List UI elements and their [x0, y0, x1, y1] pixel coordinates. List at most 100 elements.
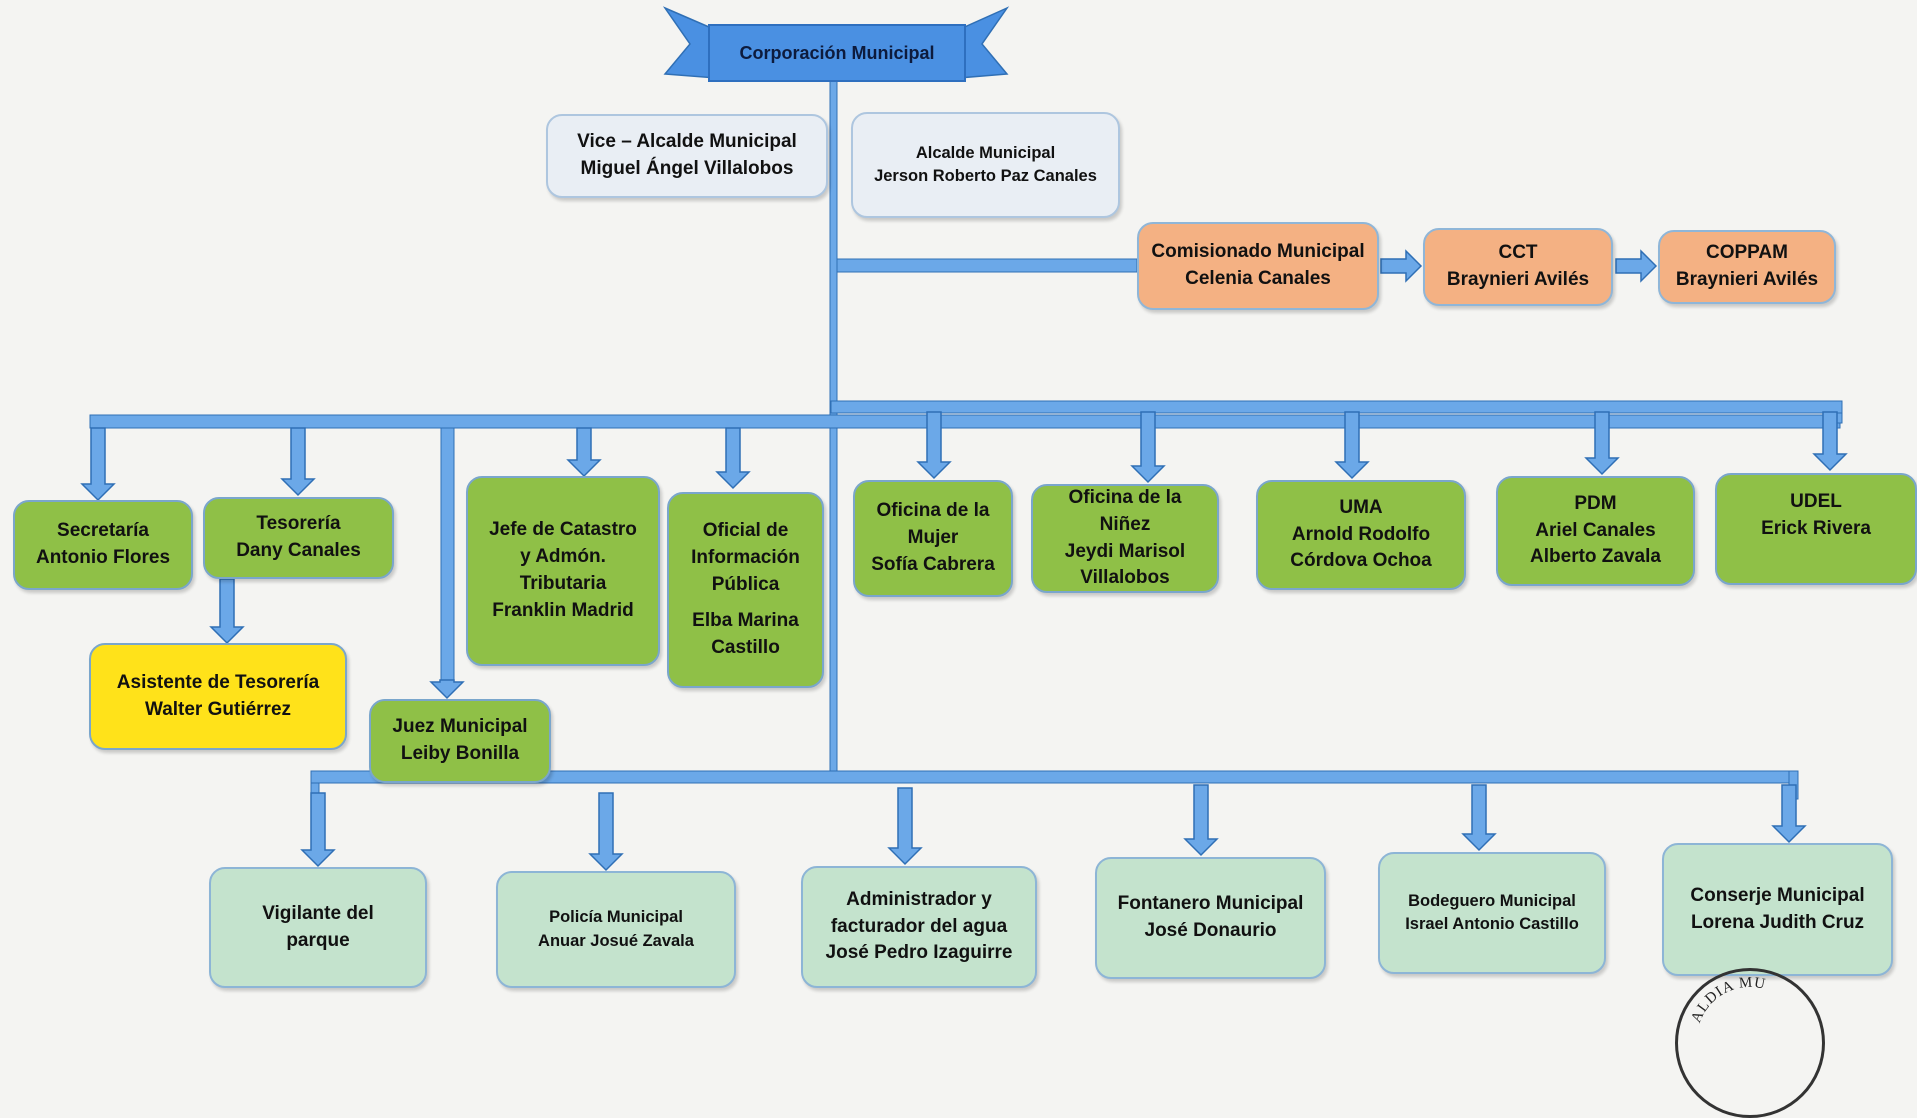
- box-text-line: Israel Antonio Castillo: [1405, 915, 1579, 933]
- main-trunk: [829, 79, 838, 781]
- box-text-line: Alberto Zavala: [1530, 546, 1661, 568]
- department-bus-right-top: [830, 400, 1843, 414]
- box-text-line: Jerson Roberto Paz Canales: [874, 167, 1097, 185]
- box-text-line: Oficina de la: [876, 500, 990, 522]
- arrow-to-bodeguero: [1461, 784, 1497, 852]
- banner-left-tail: [662, 6, 717, 79]
- box-text-line: Córdova Ochoa: [1290, 550, 1432, 572]
- arrow-to-coppam: [1615, 249, 1658, 283]
- box-text-line: Celenia Canales: [1185, 268, 1331, 289]
- vigilante-box: Vigilante del parque: [209, 867, 427, 988]
- box-text-line: Elba Marina: [692, 610, 799, 632]
- box-text-line: Secretaría: [57, 520, 149, 542]
- arrow-to-ninez: [1130, 411, 1166, 484]
- box-text-line: Tesorería: [256, 513, 341, 535]
- svg-text:ALDIA MU: ALDIA MU: [1688, 975, 1767, 1026]
- box-text-line: Walter Gutiérrez: [144, 698, 292, 720]
- box-text-line: Conserje Municipal: [1690, 884, 1865, 906]
- department-bus-upper: [89, 414, 1841, 429]
- municipal-seal-stamp: ALDIA MU: [1675, 968, 1825, 1118]
- arrow-to-fontanero: [1183, 784, 1219, 857]
- arrow-to-tesoreria: [280, 427, 316, 497]
- title-banner: Corporación Municipal: [708, 24, 966, 82]
- arrow-to-uma: [1334, 411, 1370, 480]
- box-text-line: CCT: [1498, 242, 1538, 264]
- box-text-line: Mujer: [907, 527, 959, 549]
- arrow-to-agua: [887, 787, 923, 866]
- box-text-line: Tributaria: [519, 573, 607, 594]
- box-text-line: Jefe de Catastro: [489, 519, 637, 541]
- juez-shaft: [440, 427, 455, 691]
- box-text-line: Braynieri Avilés: [1446, 269, 1590, 290]
- box-text-line: y Admón.: [520, 546, 606, 568]
- box-text-line: José Pedro Izaguirre: [825, 942, 1013, 964]
- cct-box: CCT Braynieri Avilés: [1423, 228, 1613, 306]
- box-text-line: Braynieri Avilés: [1675, 269, 1819, 290]
- box-text-line: Comisionado Municipal: [1151, 241, 1365, 263]
- box-text-line: UMA: [1339, 496, 1383, 518]
- box-text-line: Alcalde Municipal: [915, 143, 1056, 162]
- title-banner-text: Corporación Municipal: [739, 42, 935, 63]
- arrow-to-mujer: [916, 411, 952, 480]
- banner-right-tail: [957, 6, 1010, 79]
- box-text-line: COPPAM: [1706, 242, 1788, 264]
- box-text-line: Administrador y: [846, 888, 992, 910]
- arrow-to-conserje: [1771, 784, 1807, 844]
- box-text-line: Vigilante del: [262, 902, 374, 924]
- arrow-to-policia: [588, 792, 624, 872]
- box-text-line: Lorena Judith Cruz: [1690, 911, 1865, 933]
- arrow-to-informacion: [715, 427, 751, 490]
- arrow-to-juez: [429, 679, 465, 700]
- box-text-line: Castillo: [711, 637, 780, 659]
- box-text-line: parque: [286, 929, 350, 951]
- box-text-line: Antonio Flores: [35, 547, 171, 568]
- box-text-line: Oficina de la Niñez: [1068, 486, 1182, 535]
- box-text-line: Pública: [711, 573, 780, 595]
- box-text-line: Erick Rivera: [1761, 517, 1871, 539]
- arrow-to-asistente: [209, 578, 245, 645]
- box-text-line: Leiby Bonilla: [400, 743, 520, 764]
- arrow-to-pdm: [1584, 411, 1620, 476]
- box-text-line: Vice – Alcalde Municipal: [577, 131, 797, 153]
- box-text-line: Ariel Canales: [1535, 519, 1656, 541]
- box-text-line: PDM: [1574, 492, 1617, 514]
- arrow-to-cct: [1380, 249, 1423, 283]
- box-text-line: Bodeguero Municipal: [1408, 891, 1576, 910]
- box-text-line: Villalobos: [1080, 567, 1170, 589]
- box-text-line: Información: [691, 546, 800, 568]
- box-text-line: Dany Canales: [236, 540, 361, 561]
- box-text-line: Anuar Josué Zavala: [538, 931, 694, 950]
- box-text-line: Sofía Cabrera: [871, 553, 995, 575]
- box-text-line: facturador del agua: [830, 915, 1008, 937]
- box-text-line: Arnold Rodolfo: [1291, 523, 1431, 545]
- box-text-line: Franklin Madrid: [492, 599, 634, 621]
- arrow-to-udel: [1812, 411, 1848, 472]
- commission-branch: [836, 258, 1138, 273]
- seal-text: ALDIA MU: [1688, 975, 1766, 1026]
- box-text-line: Oficial de: [702, 519, 789, 541]
- box-text-line: José Donaurio: [1144, 920, 1277, 941]
- arrow-to-secretaria: [80, 427, 116, 502]
- box-text-line: Miguel Ángel Villalobos: [580, 158, 794, 179]
- coppam-box: COPPAM Braynieri Avilés: [1658, 230, 1836, 304]
- box-text-line: Asistente de Tesorería: [116, 671, 320, 693]
